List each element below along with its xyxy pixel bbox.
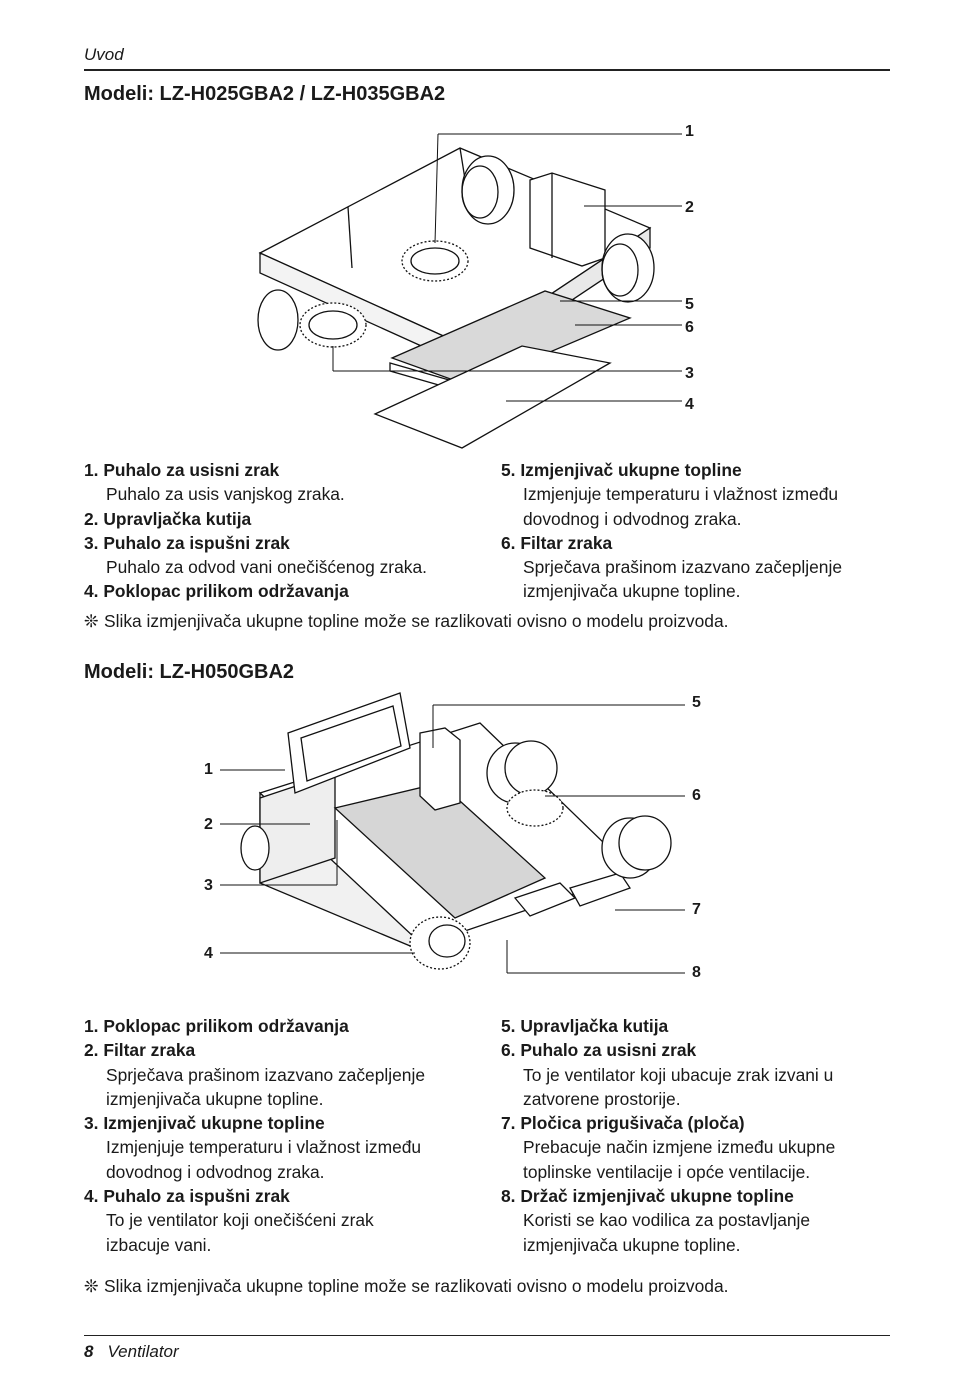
legend-item-desc: Puhalo za usis vanjskog zraka. (106, 484, 345, 505)
callout-2: 2 (204, 816, 213, 833)
callout-4: 4 (685, 396, 694, 413)
callout-1: 1 (685, 123, 694, 140)
callout-2: 2 (685, 199, 694, 216)
legend-item-desc: Sprječava prašinom izazvano začepljenje … (523, 557, 843, 602)
legend-item-title: 2. Filtar zraka (84, 1040, 196, 1061)
model-b-title: Modeli: LZ-H050GBA2 (84, 661, 295, 683)
model-b-note: ❊Slika izmjenjivača ukupne topline može … (84, 1276, 728, 1297)
legend-item-title: 2. Upravljačka kutija (84, 508, 252, 529)
legend-item-desc: Izmjenjuje temperaturu i vlažnost između… (106, 1137, 422, 1182)
footer-rule (84, 1335, 890, 1336)
legend-item-desc: To je ventilator koji ubacuje zrak izvan… (523, 1064, 834, 1109)
model-a-legend-left: 1. Puhalo za usisni zrak Puhalo za usis … (84, 458, 484, 604)
header-rule (84, 69, 890, 71)
model-a-illustration (257, 133, 682, 449)
callout-7: 7 (692, 901, 701, 918)
model-a-title: Modeli: LZ-H025GBA2 / LZ-H035GBA2 (84, 83, 446, 105)
model-b-legend-left: 1. Poklopac prilikom održavanja 2. Filta… (84, 1014, 484, 1257)
callout-3: 3 (204, 877, 213, 894)
legend-item-desc: Sprječava prašinom izazvano začepljenje … (106, 1064, 426, 1109)
callout-6: 6 (692, 787, 701, 804)
model-b-illustration (220, 692, 685, 974)
model-a-legend-right: 5. Izmjenjivač ukupne topline Izmjenjuje… (501, 458, 891, 604)
callout-8: 8 (692, 964, 701, 981)
legend-item-title: 7. Pločica prigušivača (ploča) (501, 1113, 745, 1134)
legend-item-desc: To je ventilator koji onečišćeni zrak iz… (106, 1210, 374, 1255)
callout-5: 5 (692, 694, 701, 711)
legend-item-title: 5. Izmjenjivač ukupne topline (501, 460, 742, 480)
section-label: Uvod (84, 45, 124, 64)
legend-item-title: 6. Puhalo za usisni zrak (501, 1040, 697, 1061)
callout-6: 6 (685, 319, 694, 336)
page-number: 8 (84, 1342, 94, 1361)
legend-item-title: 3. Izmjenjivač ukupne topline (84, 1113, 325, 1134)
model-b-legend-right: 5. Upravljačka kutija 6. Puhalo za usisn… (501, 1014, 891, 1257)
legend-item-desc: Puhalo za odvod vani onečišćenog zraka. (106, 557, 427, 578)
page-footer: 8 Ventilator (84, 1342, 179, 1362)
legend-item-title: 4. Puhalo za ispušni zrak (84, 1186, 290, 1207)
callout-4: 4 (204, 945, 213, 962)
footer-title: Ventilator (107, 1342, 179, 1361)
legend-item-title: 1. Poklopac prilikom održavanja (84, 1016, 349, 1036)
legend-item-desc: Prebacuje način izmjene između ukupne to… (523, 1137, 836, 1182)
snowflake-icon: ❊ (84, 1276, 99, 1296)
legend-item-title: 3. Puhalo za ispušni zrak (84, 532, 290, 553)
legend-item-title: 4. Poklopac prilikom održavanja (84, 581, 349, 602)
legend-item-desc: Izmjenjuje temperaturu i vlažnost između… (523, 484, 839, 529)
legend-item-title: 8. Držač izmjenjivač ukupne topline (501, 1186, 794, 1207)
note-text: Slika izmjenjivača ukupne topline može s… (104, 1276, 729, 1296)
callout-5: 5 (685, 296, 694, 313)
legend-item-title: 5. Upravljačka kutija (501, 1016, 669, 1036)
legend-item-desc: Koristi se kao vodilica za postavljanje … (523, 1210, 811, 1255)
model-a-note: ❊Slika izmjenjivača ukupne topline može … (84, 611, 728, 632)
legend-item-title: 6. Filtar zraka (501, 532, 613, 553)
callout-1: 1 (204, 761, 213, 778)
callout-3: 3 (685, 365, 694, 382)
note-text: Slika izmjenjivača ukupne topline može s… (104, 611, 729, 631)
snowflake-icon: ❊ (84, 611, 99, 631)
legend-item-title: 1. Puhalo za usisni zrak (84, 460, 280, 480)
